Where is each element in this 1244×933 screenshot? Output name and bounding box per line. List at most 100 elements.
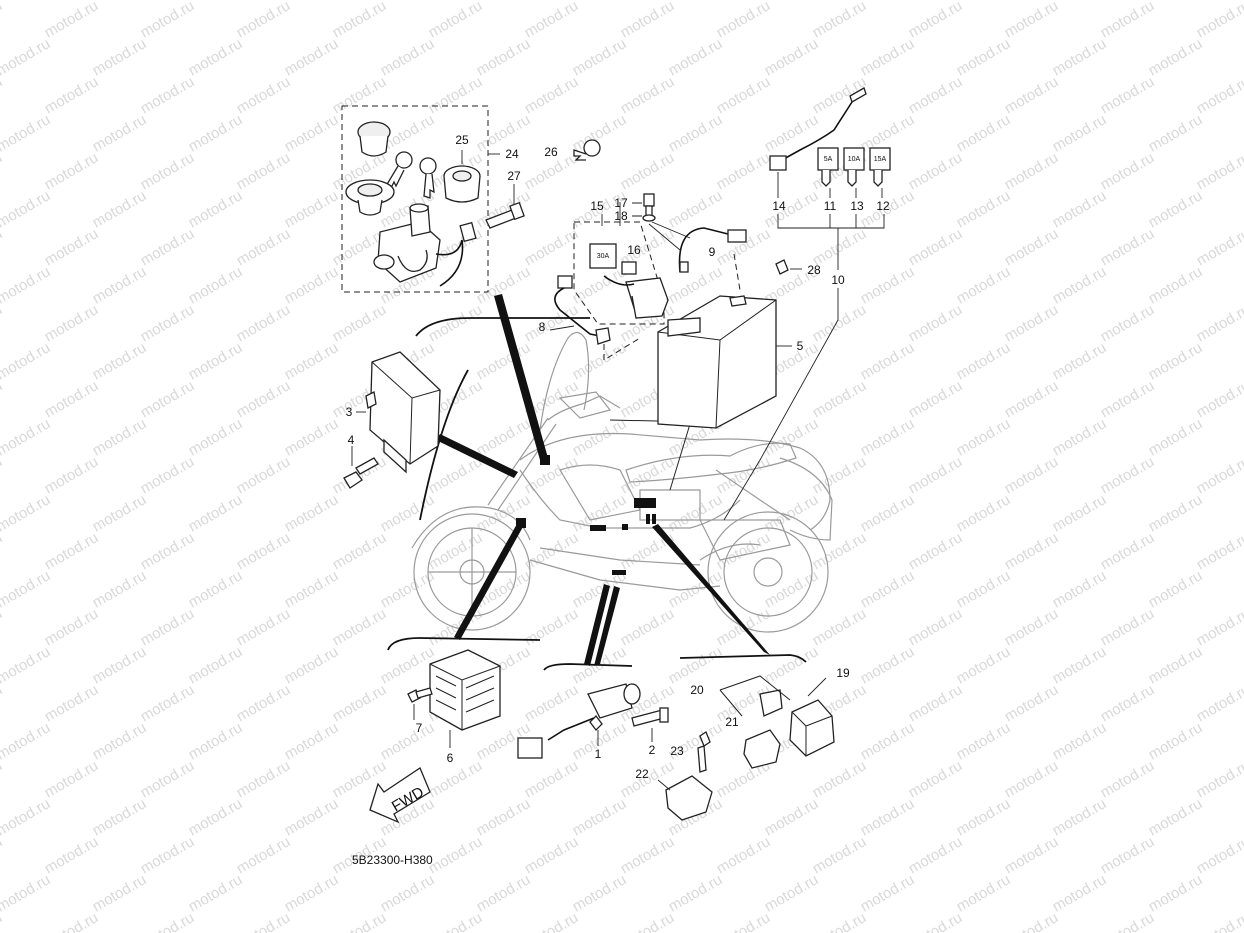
watermark-text: motod.ru <box>138 377 198 421</box>
watermark-text: motod.ru <box>1098 377 1158 421</box>
watermark-text: motod.ru <box>0 73 5 117</box>
watermark-text: motod.ru <box>138 605 198 649</box>
watermark-text: motod.ru <box>954 415 1014 459</box>
watermark-text: motod.ru <box>282 263 342 307</box>
watermark-text: motod.ru <box>234 605 294 649</box>
watermark-text: motod.ru <box>282 567 342 611</box>
watermark-text: motod.ru <box>186 187 246 231</box>
watermark-text: motod.ru <box>762 187 822 231</box>
watermark-text: motod.ru <box>378 871 438 915</box>
watermark-text: motod.ru <box>1002 605 1062 649</box>
callout-13: 13 <box>850 199 864 213</box>
watermark-text: motod.ru <box>1146 871 1206 915</box>
section-separators <box>387 317 807 671</box>
watermark-text: motod.ru <box>666 491 726 535</box>
watermark-text: motod.ru <box>810 301 870 345</box>
watermark-text: motod.ru <box>0 35 53 79</box>
watermark-text: motod.ru <box>90 795 150 839</box>
watermark-text: motod.ru <box>378 491 438 535</box>
watermark-text: motod.ru <box>522 301 582 345</box>
watermark-text: motod.ru <box>1098 681 1158 725</box>
watermark-text: motod.ru <box>282 643 342 687</box>
watermark-text: motod.ru <box>570 263 630 307</box>
watermark-text: motod.ru <box>90 871 150 915</box>
watermark-text: motod.ru <box>1098 73 1158 117</box>
callout-24: 24 <box>505 147 519 161</box>
watermark-text: motod.ru <box>1050 871 1110 915</box>
watermark-text: motod.ru <box>330 301 390 345</box>
callout-19: 19 <box>836 666 850 680</box>
callout-15: 15 <box>590 199 604 213</box>
watermark-text: motod.ru <box>618 529 678 573</box>
relay-19 <box>789 699 835 757</box>
watermark-text: motod.ru <box>1194 301 1244 345</box>
watermark-text: motod.ru <box>330 681 390 725</box>
watermark-text: motod.ru <box>282 795 342 839</box>
watermark-text: motod.ru <box>1050 187 1110 231</box>
watermark-text: motod.ru <box>1050 35 1110 79</box>
watermark-text: motod.ru <box>570 339 630 383</box>
watermark-text: motod.ru <box>954 339 1014 383</box>
watermark-text: motod.ru <box>1098 0 1158 41</box>
watermark-text: motod.ru <box>762 35 822 79</box>
watermark-text: motod.ru <box>810 909 870 933</box>
watermark-text: motod.ru <box>42 225 102 269</box>
watermark-text: motod.ru <box>474 0 534 3</box>
watermark-text: motod.ru <box>1050 491 1110 535</box>
watermark-text: motod.ru <box>330 73 390 117</box>
watermark-text: motod.ru <box>570 0 630 3</box>
watermark-text: motod.ru <box>1194 0 1244 41</box>
watermark-text: motod.ru <box>522 0 582 41</box>
watermark-text: motod.ru <box>954 263 1014 307</box>
watermark-text: motod.ru <box>378 643 438 687</box>
watermark-text: motod.ru <box>234 149 294 193</box>
watermark-text: motod.ru <box>762 643 822 687</box>
watermark-text: motod.ru <box>42 529 102 573</box>
watermark-text: motod.ru <box>0 529 5 573</box>
watermark-text: motod.ru <box>186 35 246 79</box>
watermark-text: motod.ru <box>1002 377 1062 421</box>
watermark-text: motod.ru <box>282 415 342 459</box>
watermark-text: motod.ru <box>0 643 53 687</box>
watermark-text: motod.ru <box>1050 567 1110 611</box>
watermark-text: motod.ru <box>90 263 150 307</box>
watermark-text: motod.ru <box>42 301 102 345</box>
watermark-text: motod.ru <box>1098 225 1158 269</box>
callout-8: 8 <box>539 320 546 334</box>
watermark-text: motod.ru <box>1002 757 1062 801</box>
watermark-text: motod.ru <box>186 643 246 687</box>
watermark-text: motod.ru <box>282 187 342 231</box>
watermark-text: motod.ru <box>234 377 294 421</box>
watermark-text: motod.ru <box>618 605 678 649</box>
watermark-text: motod.ru <box>666 35 726 79</box>
callout-11: 11 <box>824 199 837 213</box>
watermark-text: motod.ru <box>138 681 198 725</box>
watermark-text: motod.ru <box>0 833 5 877</box>
watermark-text: motod.ru <box>618 453 678 497</box>
watermark-text: motod.ru <box>1098 529 1158 573</box>
watermark-text: motod.ru <box>1098 453 1158 497</box>
fwd-arrow <box>369 767 431 824</box>
watermark-text: motod.ru <box>90 491 150 535</box>
watermark-text: motod.ru <box>858 263 918 307</box>
watermark-text: motod.ru <box>282 35 342 79</box>
rectifier-group <box>369 649 501 824</box>
watermark-text: motod.ru <box>234 529 294 573</box>
watermark-text: motod.ru <box>138 757 198 801</box>
watermark-text: motod.ru <box>234 681 294 725</box>
watermark-text: motod.ru <box>90 0 150 3</box>
relay-group <box>657 675 835 821</box>
watermark-text: motod.ru <box>42 377 102 421</box>
watermark-text: motod.ru <box>1050 795 1110 839</box>
callout-21: 21 <box>725 715 739 729</box>
watermark-text: motod.ru <box>858 719 918 763</box>
fuse-label-5a: 5A <box>824 156 833 163</box>
watermark-text: motod.ru <box>1002 529 1062 573</box>
watermark-text: motod.ru <box>1146 187 1206 231</box>
watermark-text: motod.ru <box>138 301 198 345</box>
callout-28: 28 <box>807 263 821 277</box>
watermark-text: motod.ru <box>714 833 774 877</box>
watermark-text: motod.ru <box>762 0 822 3</box>
watermark-text: motod.ru <box>906 377 966 421</box>
